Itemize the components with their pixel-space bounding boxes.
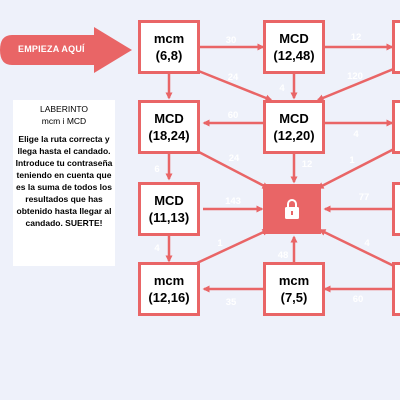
edge-label: 4 bbox=[364, 238, 370, 249]
maze-node[interactable]: mcm (7,5) bbox=[263, 262, 325, 316]
edge-label: 48 bbox=[278, 250, 289, 261]
node-operation: mcm bbox=[153, 31, 185, 46]
edge-label: 1 bbox=[217, 238, 223, 249]
padlock-goal[interactable] bbox=[263, 184, 321, 234]
start-label: EMPIEZA AQUÍ bbox=[18, 44, 85, 54]
edge-label: 77 bbox=[359, 192, 370, 203]
maze-node[interactable]: mcm (6,8) bbox=[138, 20, 200, 74]
node-arguments: (11,13) bbox=[148, 210, 190, 225]
edge-label: 120 bbox=[347, 71, 363, 82]
edge-label: 12 bbox=[351, 32, 362, 43]
edge-label: 60 bbox=[228, 110, 239, 121]
node-arguments: (6,8) bbox=[155, 48, 183, 63]
arrow bbox=[318, 228, 395, 268]
edge-label: 35 bbox=[226, 297, 237, 308]
node-operation: MCD bbox=[279, 31, 309, 46]
node-operation: mcm bbox=[153, 273, 185, 288]
edge-label: 4 bbox=[154, 243, 160, 254]
node-arguments: (12,48) bbox=[273, 48, 315, 63]
instructions-subtitle: mcm i MCD bbox=[41, 116, 87, 126]
arrow bbox=[196, 228, 270, 265]
maze-node-offscreen[interactable] bbox=[392, 100, 400, 154]
maze-node-offscreen[interactable] bbox=[392, 182, 400, 236]
start-arrow[interactable] bbox=[0, 27, 132, 73]
edge-label: 12 bbox=[302, 159, 313, 170]
node-arguments: (7,5) bbox=[280, 290, 308, 305]
node-operation: mcm bbox=[278, 273, 310, 288]
node-arguments: (12,20) bbox=[273, 128, 315, 143]
edge-label: 4 bbox=[279, 83, 285, 94]
node-operation: MCD bbox=[154, 111, 184, 126]
node-operation: MCD bbox=[154, 193, 184, 208]
edge-label: 60 bbox=[353, 294, 364, 305]
node-operation: MCD bbox=[279, 111, 309, 126]
node-arguments: (12,16) bbox=[148, 290, 190, 305]
arrow bbox=[316, 66, 397, 102]
edge-label: 24 bbox=[228, 72, 239, 83]
maze-node[interactable]: MCD (12,20) bbox=[263, 100, 325, 154]
edge-label: 1 bbox=[349, 155, 355, 166]
instructions-body: Elige la ruta correcta y llega hasta el … bbox=[15, 134, 113, 228]
arrow bbox=[194, 148, 270, 190]
instructions-title: LABERINTO bbox=[39, 104, 89, 114]
maze-node[interactable]: mcm (12,16) bbox=[138, 262, 200, 316]
edge-label: 24 bbox=[229, 153, 240, 164]
maze-node-offscreen[interactable] bbox=[392, 262, 400, 316]
edge-label: 6 bbox=[154, 164, 159, 175]
instructions-panel: LABERINTO mcm i MCD Elige la ruta correc… bbox=[13, 100, 115, 266]
maze-node-offscreen[interactable] bbox=[392, 20, 400, 74]
edge-label: 30 bbox=[226, 35, 237, 46]
edge-label: 4 bbox=[353, 129, 359, 140]
maze-node[interactable]: MCD (18,24) bbox=[138, 100, 200, 154]
edge-label: 143 bbox=[225, 196, 241, 207]
arrow bbox=[316, 146, 397, 190]
maze-node[interactable]: MCD (11,13) bbox=[138, 182, 200, 236]
node-arguments: (18,24) bbox=[148, 128, 190, 143]
arrow bbox=[195, 68, 273, 102]
padlock-icon bbox=[285, 199, 299, 219]
maze-node[interactable]: MCD (12,48) bbox=[263, 20, 325, 74]
